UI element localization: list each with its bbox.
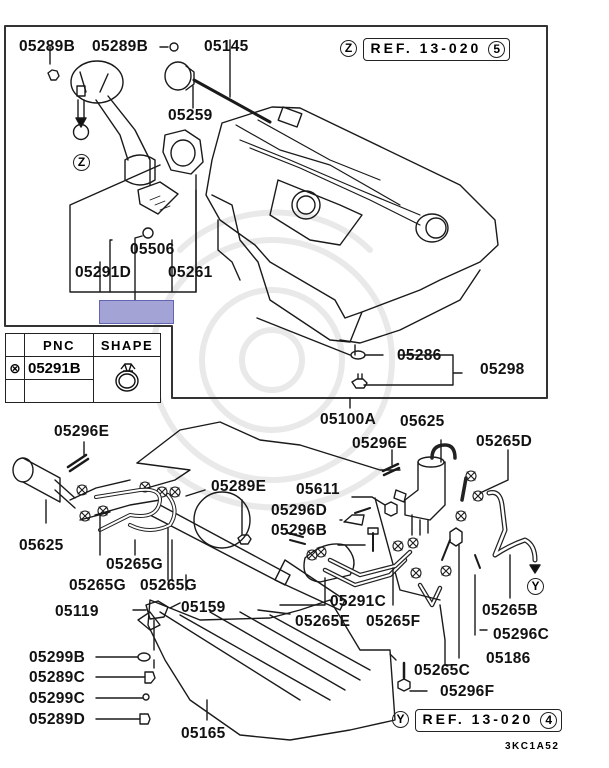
label-05261[interactable]: 05261 [168, 264, 213, 281]
label-05291C[interactable]: 05291C [330, 593, 387, 610]
label-05296E-right[interactable]: 05296E [352, 435, 408, 452]
label-05265C[interactable]: 05265C [414, 662, 471, 679]
label-05296E-left[interactable]: 05296E [54, 423, 110, 440]
pnc-table-empty-row [5, 379, 161, 403]
figure-code: 3KC1A52 [505, 741, 560, 752]
label-05265D[interactable]: 05265D [476, 433, 533, 450]
ref-bottom-marker: Y [392, 711, 409, 729]
label-05298[interactable]: 05298 [480, 361, 525, 378]
pnc-table: PNC SHAPE ⊗ 05291B [5, 333, 161, 403]
pnc-empty-cell [24, 379, 94, 403]
pnc-table-header: PNC SHAPE [5, 333, 161, 357]
label-05100A[interactable]: 05100A [320, 411, 377, 428]
marker-z-upper: Z [73, 154, 90, 171]
pnc-header-pnc: PNC [24, 333, 94, 357]
pnc-empty-cell [5, 379, 25, 403]
marker-y-lower: Y [527, 578, 544, 595]
label-05611[interactable]: 05611 [296, 481, 340, 498]
label-05291D[interactable]: 05291D [75, 264, 132, 281]
upper-frame [4, 25, 548, 399]
watermark [149, 209, 395, 511]
label-05119[interactable]: 05119 [55, 603, 99, 620]
ref-top[interactable]: Z REF. 13-020 5 [340, 38, 511, 61]
label-05259[interactable]: 05259 [168, 107, 213, 124]
hose-clamp-icon [115, 363, 139, 392]
pnc-row-number[interactable]: 05291B [24, 356, 94, 380]
pnc-row-symbol: ⊗ [5, 356, 25, 380]
ref-bottom[interactable]: Y REF. 13-020 4 [392, 709, 563, 732]
pnc-row-shape [93, 356, 161, 403]
clamp-symbols [76, 470, 484, 579]
label-05186[interactable]: 05186 [486, 650, 531, 667]
label-05289B-right[interactable]: 05289B [92, 38, 149, 55]
pnc-header-shape: SHAPE [93, 333, 161, 357]
label-05265B[interactable]: 05265B [482, 602, 539, 619]
label-05299C[interactable]: 05299C [29, 690, 86, 707]
ref-top-marker: Z [340, 40, 357, 58]
ref-bottom-sheet: 4 [540, 712, 558, 729]
label-05265G-a[interactable]: 05265G [106, 556, 163, 573]
label-05299B[interactable]: 05299B [29, 649, 86, 666]
label-05625-left[interactable]: 05625 [19, 537, 64, 554]
ref-bottom-box[interactable]: REF. 13-020 4 [415, 709, 563, 732]
ref-top-sheet: 5 [488, 41, 506, 58]
label-05286[interactable]: 05286 [397, 347, 442, 364]
label-05289C[interactable]: 05289C [29, 669, 86, 686]
label-05296F[interactable]: 05296F [440, 683, 495, 700]
label-05296B[interactable]: 05296B [271, 522, 328, 539]
pnc-table-row[interactable]: ⊗ 05291B [5, 356, 161, 403]
label-05625-top[interactable]: 05625 [400, 413, 445, 430]
pnc-header-symbol [5, 333, 25, 357]
selected-part-highlight[interactable] [99, 300, 174, 324]
label-05159[interactable]: 05159 [181, 599, 226, 616]
label-05265G-b[interactable]: 05265G [69, 577, 126, 594]
fuel-gauge-sender [164, 39, 272, 124]
label-05296D[interactable]: 05296D [271, 502, 328, 519]
fuel-pump-assembly [70, 60, 179, 293]
fuel-tank [205, 106, 499, 356]
label-05265G-c[interactable]: 05265G [140, 577, 197, 594]
label-05506[interactable]: 05506 [130, 241, 175, 258]
label-05289D[interactable]: 05289D [29, 711, 86, 728]
label-05289E[interactable]: 05289E [211, 478, 267, 495]
label-05145[interactable]: 05145 [204, 38, 249, 55]
label-05265E[interactable]: 05265E [295, 613, 351, 630]
label-05289B-left[interactable]: 05289B [19, 38, 76, 55]
fuel-filter [393, 439, 457, 536]
label-05296C[interactable]: 05296C [493, 626, 550, 643]
label-05165[interactable]: 05165 [181, 725, 226, 742]
gasket [162, 129, 204, 175]
label-05265F[interactable]: 05265F [366, 613, 421, 630]
ref-top-box[interactable]: REF. 13-020 5 [363, 38, 511, 61]
ref-bottom-text: REF. 13-020 [422, 711, 534, 728]
ref-top-text: REF. 13-020 [370, 40, 482, 57]
in-tank-pump [12, 457, 76, 524]
